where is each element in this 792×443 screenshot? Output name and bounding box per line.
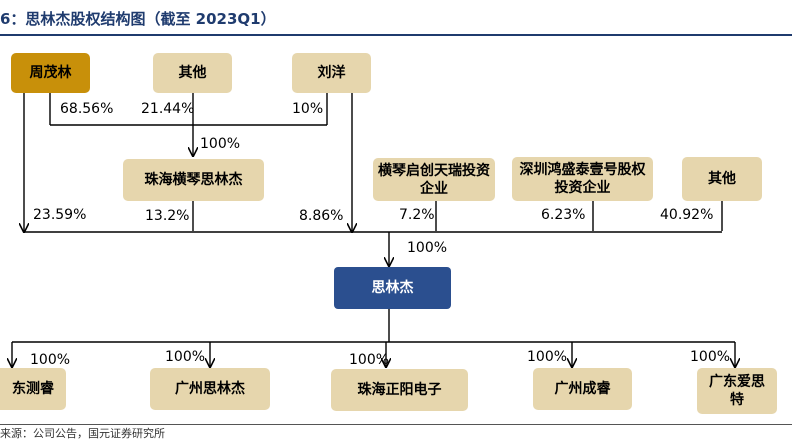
zhuhai-hengqin-label: 珠海横琴思林杰 — [144, 172, 243, 188]
other-top-box: 其他 — [153, 53, 232, 93]
subsidiary-2-label: 广州思林杰 — [175, 381, 245, 397]
pct-other-direct: 40.92% — [660, 207, 714, 223]
chart-title: 6：思林杰股权结构图（截至 2023Q1） — [0, 10, 276, 28]
pct-zhou-to-hengqin: 68.56% — [60, 101, 114, 117]
pct-hengqin-direct: 13.2% — [145, 208, 190, 224]
pct-sub-4: 100% — [527, 349, 568, 365]
hengqin-qichuang-label: 横琴启创天瑞投资企业 — [378, 162, 490, 197]
company-label: 思林杰 — [371, 280, 414, 296]
zhou-maolin-label: 周茂林 — [29, 65, 72, 81]
hengqin-qichuang-box: 横琴启创天瑞投资企业 — [373, 158, 495, 201]
pct-other-to-hengqin: 21.44% — [141, 101, 195, 117]
pct-honghan-direct: 6.23% — [541, 207, 586, 223]
shenzhen-honghan-label: 深圳鸿盛泰壹号股权投资企业 — [519, 162, 646, 196]
liu-yang-label: 刘洋 — [317, 65, 346, 81]
subsidiary-1-label: 东测睿 — [12, 381, 54, 397]
other-top-label: 其他 — [178, 65, 207, 81]
subsidiary-5-label: 广东爱思特 — [709, 374, 765, 408]
subsidiary-4-label: 广州成睿 — [554, 381, 611, 397]
pct-sub-5: 100% — [690, 349, 731, 365]
pct-zhou-direct: 23.59% — [33, 207, 87, 223]
subsidiary-3-box: 珠海正阳电子 — [331, 369, 468, 411]
subsidiary-2-box: 广州思林杰 — [150, 368, 270, 410]
shenzhen-honghan-box: 深圳鸿盛泰壹号股权投资企业 — [512, 157, 653, 201]
title-divider — [0, 34, 792, 36]
zhou-maolin-box: 周茂林 — [11, 53, 90, 93]
subsidiary-5-box: 广东爱思特 — [697, 368, 777, 414]
pct-sub-1: 100% — [30, 352, 71, 368]
pct-sub-3: 100% — [349, 352, 390, 368]
subsidiary-4-box: 广州成睿 — [533, 368, 632, 410]
pct-hengqin-total: 100% — [200, 136, 241, 152]
footer-divider — [0, 424, 792, 425]
pct-liu-direct: 8.86% — [299, 208, 344, 224]
other-right-box: 其他 — [682, 157, 762, 201]
zhuhai-hengqin-box: 珠海横琴思林杰 — [123, 159, 264, 201]
subsidiary-3-label: 珠海正阳电子 — [357, 382, 442, 398]
source-note: 来源：公司公告，国元证券研究所 — [0, 427, 165, 440]
liu-yang-box: 刘洋 — [292, 53, 371, 93]
pct-liu-to-hengqin: 10% — [292, 101, 324, 117]
company-box: 思林杰 — [334, 267, 451, 309]
pct-qichuang-direct: 7.2% — [399, 207, 435, 223]
pct-company-total: 100% — [407, 240, 448, 256]
pct-sub-2: 100% — [165, 349, 206, 365]
other-right-label: 其他 — [708, 171, 736, 187]
subsidiary-1-box: 东测睿 — [0, 368, 66, 410]
